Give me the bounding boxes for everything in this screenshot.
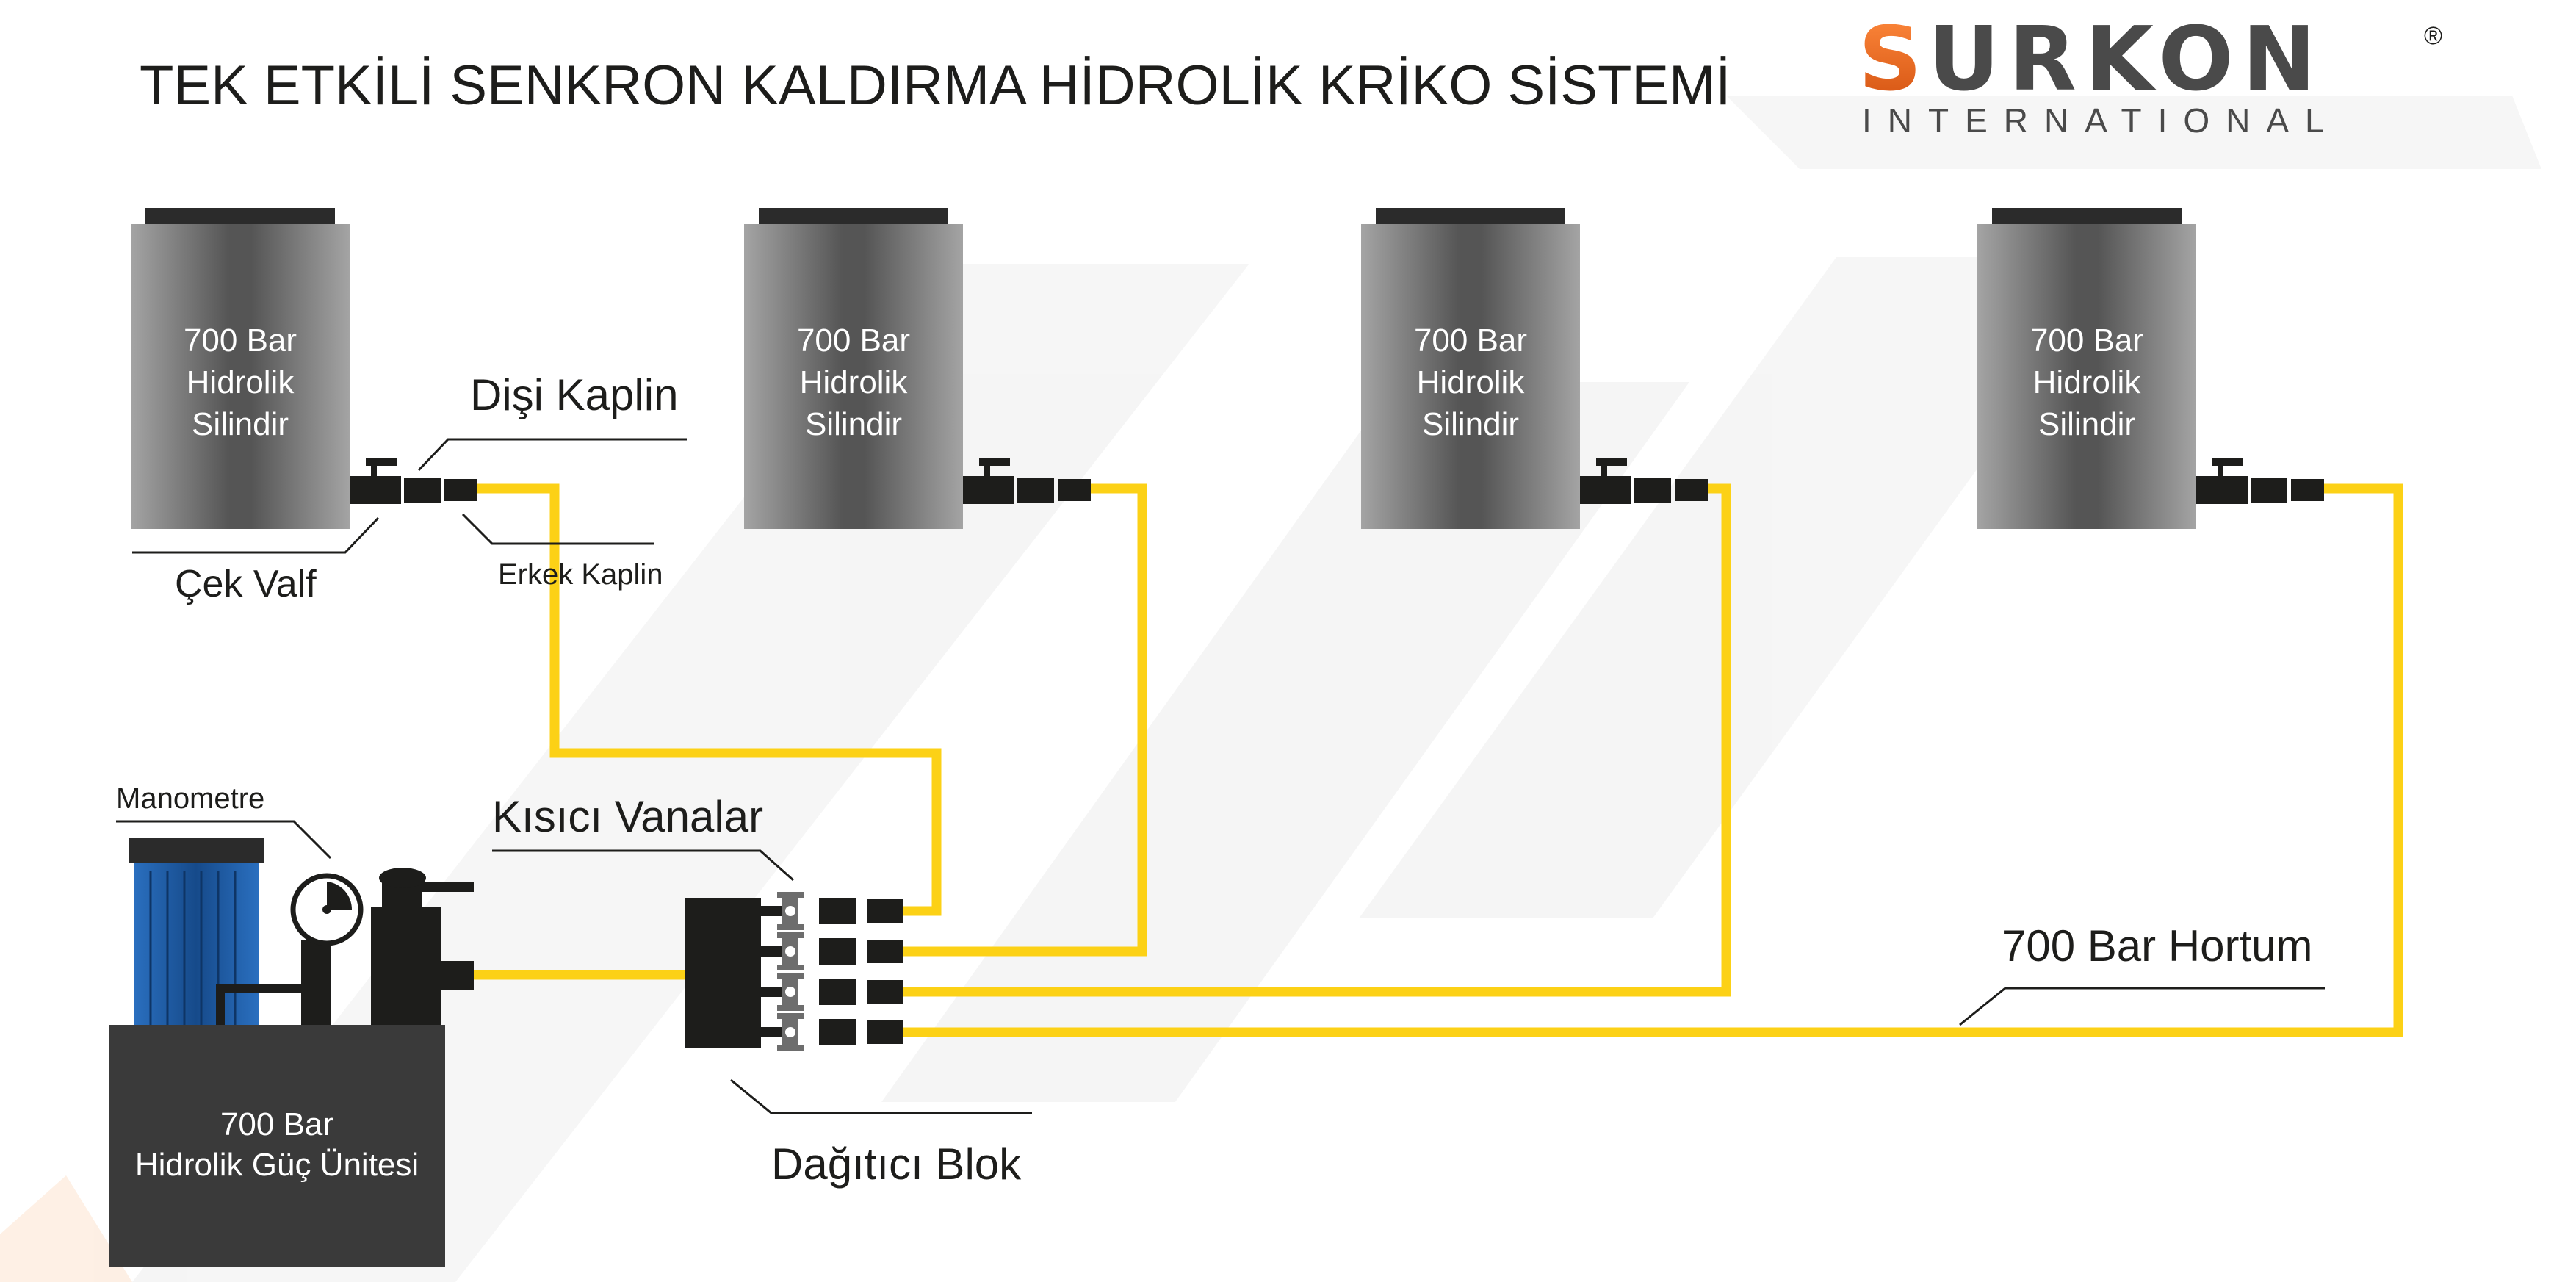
hose-cylinder-4 — [903, 483, 2403, 1037]
surkon-logo: S URKON ® INTERNATIONAL — [1858, 9, 2442, 140]
label-restrictor-valves: Kısıcı Vanalar — [492, 792, 763, 841]
leader-line — [116, 820, 332, 860]
restrictor-valve-4 — [761, 1013, 903, 1051]
cylinder-label-line1: 700 Bar — [797, 323, 910, 359]
cylinder-label-line1: 700 Bar — [2030, 323, 2143, 359]
cylinder-cap — [145, 208, 335, 224]
coupler-assembly — [1580, 458, 1708, 504]
cylinder-label-line1: 700 Bar — [1414, 323, 1527, 359]
cylinder-cap — [1376, 208, 1565, 224]
cylinder-cap — [759, 208, 948, 224]
callout-restrictor-valves: Kısıcı Vanalar — [492, 792, 794, 882]
cylinder-label-line3: Silindir — [1422, 406, 1519, 442]
label-manometer: Manometre — [116, 782, 264, 815]
page-title: TEK ETKİLİ SENKRON KALDIRMA HİDROLİK KRİ… — [140, 54, 1731, 117]
logo-subtitle: INTERNATIONAL — [1862, 101, 2340, 140]
logo-brand-rest: URKON — [1928, 9, 2325, 111]
coupler-assembly — [963, 458, 1091, 504]
callout-manometer: Manometre — [116, 782, 332, 860]
callout-check-valve: Çek Valf — [132, 516, 380, 605]
label-check-valve: Çek Valf — [175, 563, 317, 605]
control-valve — [371, 868, 474, 1036]
power-unit: 700 Bar Hidrolik Güç Ünitesi — [109, 838, 474, 1267]
cylinder-label-line2: Hidrolik — [2033, 364, 2142, 400]
cylinder-label-line2: Hidrolik — [187, 364, 295, 400]
manometer-gauge — [290, 873, 364, 1036]
leader-line — [730, 1078, 1032, 1114]
cylinder-body — [1977, 224, 2196, 529]
power-unit-base — [109, 1025, 445, 1267]
leader-line — [417, 438, 687, 472]
cylinder-body — [131, 224, 350, 529]
cylinder-1: 700 Bar Hidrolik Silindir — [131, 208, 477, 529]
logo-registered-mark: ® — [2424, 22, 2442, 50]
callout-hose: 700 Bar Hortum — [1959, 921, 2325, 1026]
hose-cylinder-2 — [903, 483, 1147, 957]
cylinder-label-line2: Hidrolik — [1417, 364, 1526, 400]
cylinder-2: 700 Bar Hidrolik Silindir — [744, 208, 1091, 529]
leader-line — [132, 516, 380, 554]
label-manifold: Dağıtıcı Blok — [771, 1139, 1022, 1189]
cylinder-label-line3: Silindir — [192, 406, 289, 442]
power-unit-label-line1: 700 Bar — [220, 1106, 333, 1142]
callout-manifold: Dağıtıcı Blok — [730, 1078, 1032, 1189]
cylinder-4: 700 Bar Hidrolik Silindir — [1977, 208, 2324, 529]
restrictor-valve-2 — [761, 932, 903, 970]
cylinder-body — [1361, 224, 1580, 529]
manifold-block — [685, 892, 903, 1051]
label-male-coupler: Erkek Kaplin — [498, 558, 663, 591]
leader-line — [1959, 987, 2325, 1026]
restrictor-valve-1 — [761, 892, 903, 930]
logo-first-letter: S — [1858, 9, 1930, 111]
label-hose: 700 Bar Hortum — [2002, 921, 2313, 970]
cylinder-body — [744, 224, 963, 529]
cylinder-label-line3: Silindir — [2038, 406, 2135, 442]
cylinder-label-line3: Silindir — [805, 406, 902, 442]
leader-line — [492, 849, 794, 882]
cylinder-3: 700 Bar Hidrolik Silindir — [1361, 208, 1708, 529]
power-unit-label-line2: Hidrolik Güç Ünitesi — [135, 1147, 419, 1183]
hose-cylinder-3 — [903, 483, 1731, 997]
hose-cylinder-1 — [477, 483, 942, 916]
label-female-coupler: Dişi Kaplin — [470, 370, 678, 419]
manifold-body — [685, 898, 761, 1048]
coupler-assembly — [350, 458, 477, 504]
reservoir-cap — [129, 838, 264, 863]
reservoir-tank — [134, 863, 259, 1036]
coupler-assembly — [2196, 458, 2324, 504]
leader-line — [461, 513, 654, 545]
cylinder-cap — [1992, 208, 2182, 224]
callout-female-coupler: Dişi Kaplin — [417, 370, 687, 472]
restrictor-valve-3 — [761, 973, 903, 1011]
hoses — [474, 483, 2403, 1037]
cylinder-label-line2: Hidrolik — [800, 364, 909, 400]
callout-male-coupler: Erkek Kaplin — [461, 513, 663, 591]
cylinder-label-line1: 700 Bar — [184, 323, 297, 359]
